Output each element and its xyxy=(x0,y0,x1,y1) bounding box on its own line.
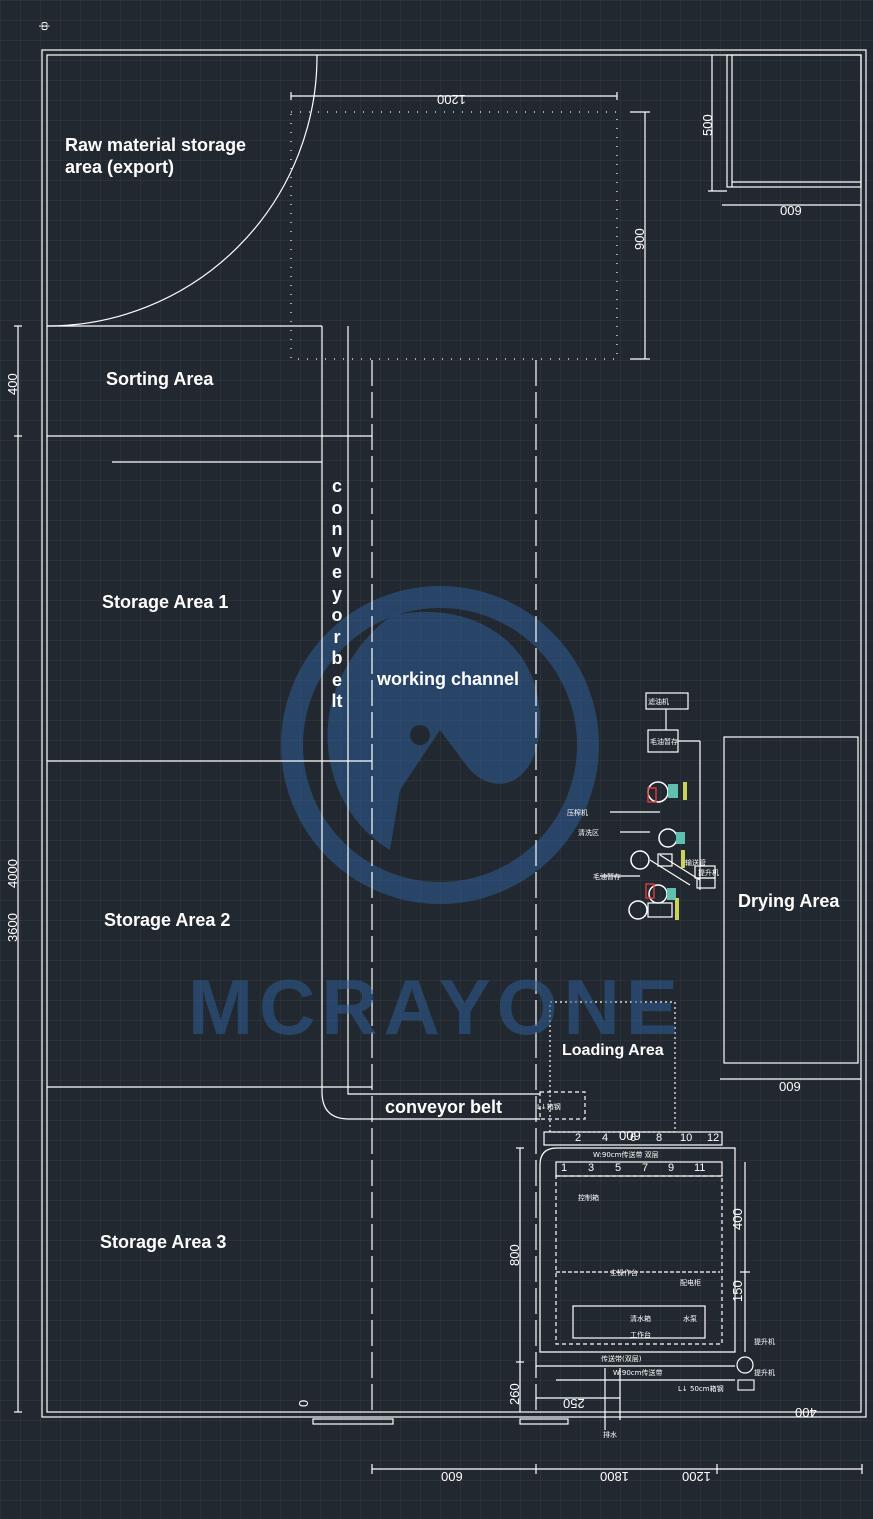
dim-150-room: 150 xyxy=(730,1280,745,1302)
dim-0-corner: 0 xyxy=(296,1399,311,1407)
press-machines xyxy=(628,781,755,1391)
conveyor-number: 12 xyxy=(707,1132,720,1144)
conveyor-number: 1 xyxy=(561,1162,568,1174)
conveyor-number: 2 xyxy=(575,1132,582,1144)
dim-1200-bottom: 1200 xyxy=(682,1469,711,1484)
drying-area-label: Drying Area xyxy=(738,891,840,911)
door-arc xyxy=(46,54,318,327)
note-w90-top: W:90cm传送带 双层 xyxy=(593,1151,659,1159)
note-ctrl-box: 控制箱 xyxy=(578,1194,599,1202)
working-channel-label: working channel xyxy=(377,669,520,689)
note-press: 压榨机 xyxy=(567,809,588,817)
watermark-logo xyxy=(281,586,599,904)
dim-250-room: 250 xyxy=(563,1396,585,1411)
outer-wall-inner xyxy=(46,54,862,1413)
conveyor-number: 3 xyxy=(588,1162,595,1174)
conveyor-number: 4 xyxy=(602,1132,609,1144)
conveyor-number: 10 xyxy=(680,1132,693,1144)
storage-area-1-label: Storage Area 1 xyxy=(102,592,229,612)
note-distribution-box: 配电柜 xyxy=(680,1279,701,1287)
raw-material-label-line1: Raw material storage xyxy=(65,135,247,155)
conveyor-belt-horizontal-label: conveyor belt xyxy=(385,1097,503,1117)
dim-900: 900 xyxy=(632,228,647,250)
dim-4000-left: 4000 xyxy=(5,859,20,888)
conveyor-number: 7 xyxy=(642,1162,649,1174)
note-conveyor: 传送带(双层) xyxy=(601,1355,642,1363)
note-pipe: 输送管 xyxy=(685,859,706,867)
dim-3600-left: 3600 xyxy=(5,913,20,942)
note-lift-3: 提升机 xyxy=(754,1369,775,1377)
watermark-text: MCRAYONE xyxy=(188,963,684,1051)
conveyor-number: 8 xyxy=(656,1132,663,1144)
note-oil-tank: 毛油暂存 xyxy=(650,738,678,746)
corner-mark: ф xyxy=(38,21,51,31)
conveyor-number: 9 xyxy=(668,1162,675,1174)
note-main-workbench: 主操作台 xyxy=(610,1269,638,1277)
dim-400-room-vertical: 400 xyxy=(730,1208,745,1230)
loading-area-label: Loading Area xyxy=(562,1042,664,1059)
note-water-tank: 水泵 xyxy=(683,1315,697,1323)
dim-600-top-right: 600 xyxy=(780,203,802,218)
conveyor-number: 6 xyxy=(630,1132,637,1144)
note-water-box: 清水箱 xyxy=(630,1315,651,1323)
note-workbench: 工作台 xyxy=(630,1331,651,1339)
storage-area-2-label: Storage Area 2 xyxy=(104,910,231,930)
note-filter: 滤油机 xyxy=(648,698,669,706)
storage-area-3-label: Storage Area 3 xyxy=(100,1232,227,1252)
note-l50: L↓ 50cm箱钢 xyxy=(678,1385,724,1393)
conveyor-number: 11 xyxy=(694,1162,706,1174)
note-drain: 排水 xyxy=(603,1431,617,1439)
dim-600-drying: 600 xyxy=(779,1079,801,1094)
conveyor-number: 5 xyxy=(615,1162,622,1174)
outer-wall-outer xyxy=(41,49,867,1418)
note-w90-bottom: W:90cm传送带 xyxy=(613,1369,663,1377)
dim-500: 500 xyxy=(700,114,715,136)
dim-1800-bottom: 1800 xyxy=(600,1469,629,1484)
note-l-box: L↓箱钢 xyxy=(537,1103,561,1111)
dim-1200-top: 1200 xyxy=(437,92,466,107)
conveyor-belt-vertical-label: conveyorbelt xyxy=(331,476,343,711)
note-oil-tank-2: 毛油暂存 xyxy=(593,873,621,881)
dim-260-room: 260 xyxy=(507,1383,522,1405)
note-lift-2: 提升机 xyxy=(754,1338,775,1346)
note-lift: 提升机 xyxy=(698,869,719,877)
dim-800-room: 800 xyxy=(507,1244,522,1266)
note-cleaning: 清洗区 xyxy=(578,829,599,837)
sorting-area-label: Sorting Area xyxy=(106,369,214,389)
raw-material-label-line2: area (export) xyxy=(65,157,175,177)
dim-400-room-horizontal: 400 xyxy=(795,1405,817,1420)
dim-400-left: 400 xyxy=(5,373,20,395)
dim-600-bottom: 600 xyxy=(441,1469,463,1484)
